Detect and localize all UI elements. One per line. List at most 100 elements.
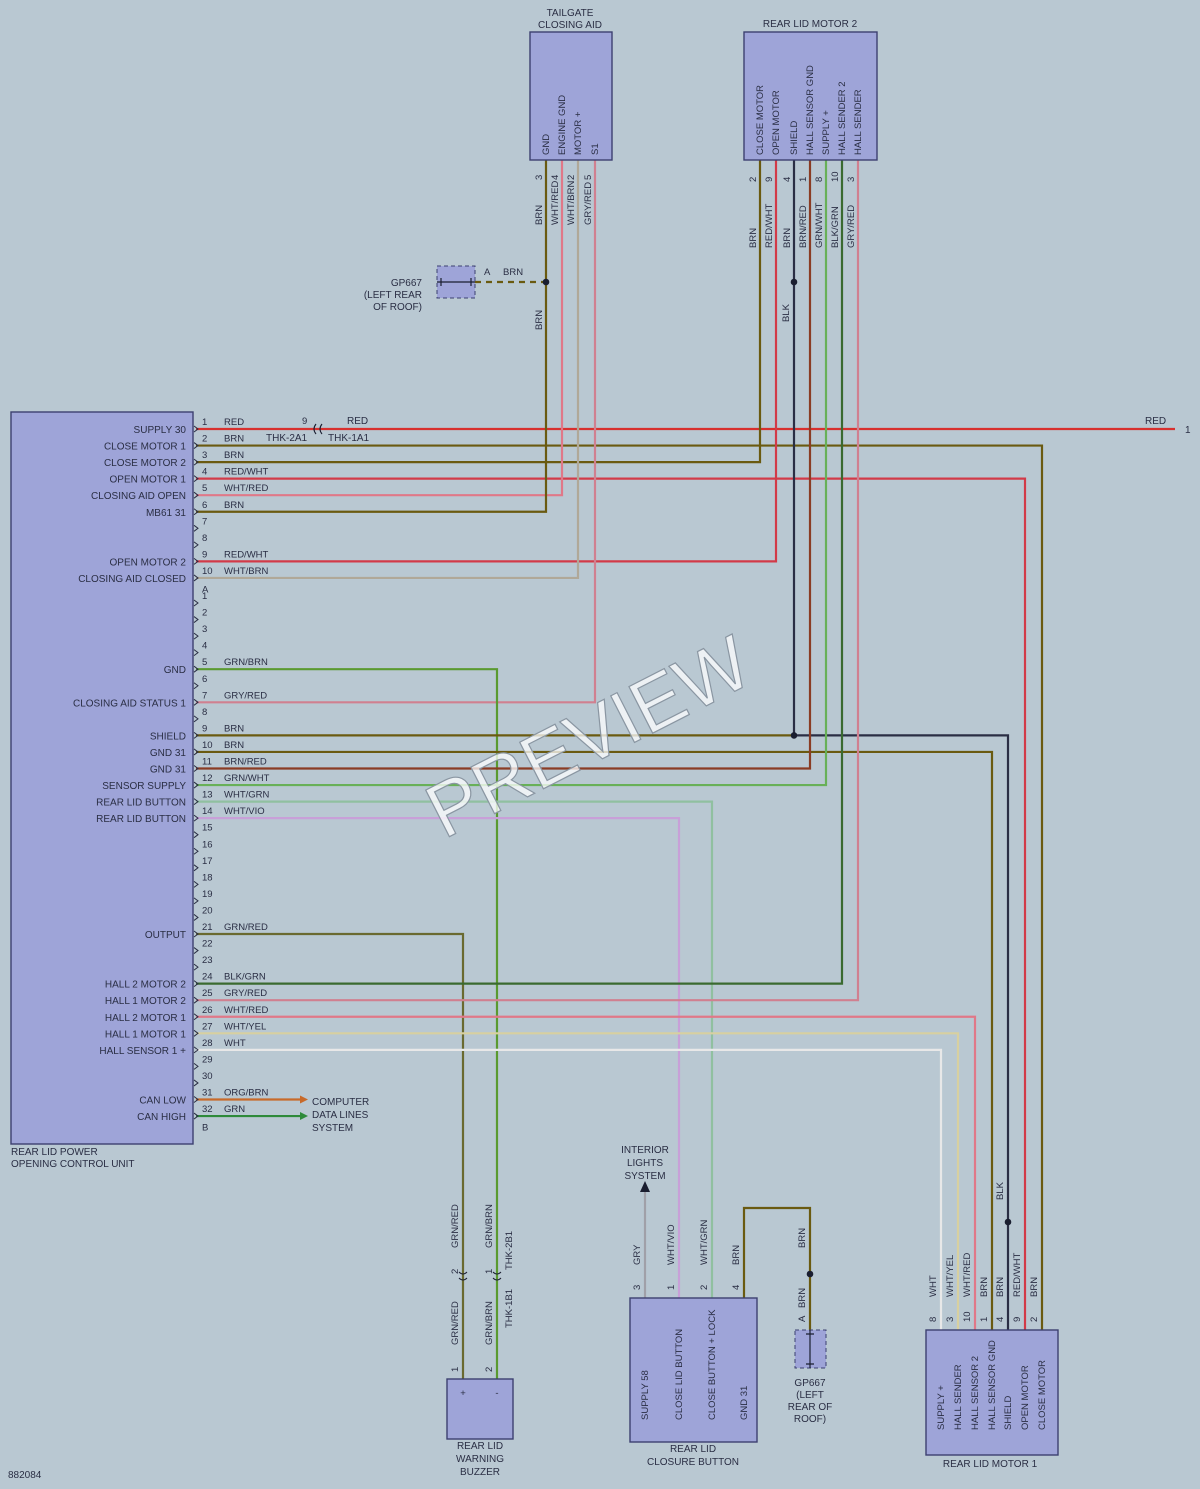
cu-pin-a-mark xyxy=(193,442,199,449)
wire-gnd-31-motor-1 xyxy=(196,750,994,1330)
wire-sensor-supply xyxy=(196,160,828,787)
wire-hall-2-motor-1 xyxy=(196,1015,977,1330)
cu-pin-a-mark xyxy=(193,508,199,516)
buzzer-conn-2: 1 xyxy=(484,1269,495,1274)
motor-2-pin-10: 10 xyxy=(830,171,841,182)
motor-1-label-10: HALL SENSOR 2 xyxy=(970,1356,981,1430)
interior-lights-arrow xyxy=(640,1181,650,1192)
splice-dot-motor1-shield xyxy=(1004,1218,1012,1226)
cu-pin-a-6: 6 xyxy=(202,500,207,511)
buzzer-title-1: REAR LID xyxy=(457,1441,503,1452)
motor-2-shield-wire: BLK xyxy=(781,303,792,322)
motor-2-wire-8: GRN/WHT xyxy=(814,202,825,248)
cu-label-b-28: HALL SENSOR 1 + xyxy=(99,1046,186,1057)
cu-pin-b-32: 32 xyxy=(202,1104,213,1115)
cu-label-b-21: OUTPUT xyxy=(145,930,186,941)
button-pin-3: 3 xyxy=(632,1285,643,1290)
cu-pin-b-mark xyxy=(193,698,199,706)
cu-wire-b-24: BLK/GRN xyxy=(224,972,266,983)
ground-bottom-wire-lower: BRN xyxy=(797,1288,808,1308)
ground-top-symbol xyxy=(437,278,475,286)
cu-wire-a-5: WHT/RED xyxy=(224,483,268,494)
motor-1-label-1: HALL SENSOR GND xyxy=(987,1340,998,1430)
motor-2-wire-4: BRN xyxy=(782,228,793,248)
cu-pin-a-5: 5 xyxy=(202,483,207,494)
cu-label-b-5: GND xyxy=(164,665,186,676)
cu-pin-b-mark xyxy=(193,616,199,623)
cu-wire-b-26: WHT/RED xyxy=(224,1005,268,1016)
motor-1-wire-1: BRN xyxy=(979,1277,990,1297)
buzzer-wire-upper-1: GRN/RED xyxy=(450,1204,461,1248)
tailgate-wire-3: BRN xyxy=(534,205,545,225)
cu-pin-a-mark xyxy=(193,491,199,499)
cu-label-a-10: CLOSING AID CLOSED xyxy=(78,574,186,585)
cu-label-a-5: CLOSING AID OPEN xyxy=(91,491,186,502)
tailgate-pin-5: 5 xyxy=(583,175,594,180)
cu-pin-b-mark xyxy=(193,748,199,756)
tailgate-title-2: CLOSING AID xyxy=(538,20,602,31)
tailgate-gnd-wire-lower: BRN xyxy=(534,310,545,330)
tailgate-label-3: GND xyxy=(541,134,552,155)
cu-pin-b-mark xyxy=(193,649,199,657)
buzzer-wire-upper-2: GRN/BRN xyxy=(484,1204,495,1248)
cu-label-a-6: MB61 31 xyxy=(146,508,186,519)
cu-pin-b-14: 14 xyxy=(202,806,213,817)
diagram-id: 882084 xyxy=(8,1470,42,1481)
cu-label-b-25: HALL 1 MOTOR 2 xyxy=(105,996,187,1007)
cu-pin-a-10: 10 xyxy=(202,566,213,577)
cu-wire-a-1: RED xyxy=(224,417,244,428)
motor-1-label-3: HALL SENDER xyxy=(953,1364,964,1430)
ground-bottom-loc-1: (LEFT xyxy=(796,1390,824,1401)
can-system-3: SYSTEM xyxy=(312,1123,353,1134)
wire-output-buzzer xyxy=(196,932,465,1380)
motor-1-shield-wire: BLK xyxy=(995,1181,1006,1200)
cu-pin-b-mark xyxy=(193,765,199,772)
wire-gnd-buzzer xyxy=(196,668,499,1380)
cu-wire-b-21: GRN/RED xyxy=(224,922,268,933)
buzzer-pin-2: 2 xyxy=(484,1367,495,1372)
interior-lights-2: LIGHTS xyxy=(627,1158,663,1169)
ground-top-name: GP667 xyxy=(391,278,423,289)
cu-pin-b-1: 1 xyxy=(202,591,207,602)
interior-lights-1: INTERIOR xyxy=(621,1145,669,1156)
splice-dot-motor2-shield xyxy=(790,278,798,286)
buzzer-title-2: WARNING xyxy=(456,1454,504,1465)
motor-2-wire-3: GRY/RED xyxy=(846,205,857,248)
buzzer-pin-1: 1 xyxy=(450,1367,461,1372)
cu-pin-a-8: 8 xyxy=(202,533,207,544)
cu-pin-b-mark xyxy=(193,1029,199,1037)
cu-pin-a-2: 2 xyxy=(202,434,207,445)
cu-label-b-12: SENSOR SUPPLY xyxy=(102,781,186,792)
wire-shield-motor-1 xyxy=(794,734,1010,1330)
motor-2-label-8: SUPPLY + xyxy=(821,110,832,155)
control-unit-box xyxy=(10,411,194,1145)
cu-pin-b-7: 7 xyxy=(202,690,207,701)
wire-gnd-31-motor-2 xyxy=(196,160,812,770)
cu-pin-b-mark xyxy=(193,665,199,673)
motor-1-wire-4: BRN xyxy=(995,1277,1006,1297)
wire-hall-2-motor-2 xyxy=(196,160,844,985)
motor-2-pin-8: 8 xyxy=(814,177,825,182)
cu-pin-b-20: 20 xyxy=(202,905,213,916)
warning-buzzer-box xyxy=(446,1378,514,1440)
cu-connector-a: A xyxy=(202,585,209,596)
motor-2-title: REAR LID MOTOR 2 xyxy=(763,19,858,30)
cu-pin-b-29: 29 xyxy=(202,1054,213,1065)
cu-pin-b-5: 5 xyxy=(202,657,207,668)
ground-top-loc-2: OF ROOF) xyxy=(373,302,422,313)
cu-pin-b-mark xyxy=(193,1112,199,1120)
cu-pin-b-mark xyxy=(193,732,199,739)
cu-pin-b-mark xyxy=(193,632,199,640)
splice-thk-2b1: THK-2B1 xyxy=(504,1231,515,1270)
rear-lid-motor-2-box xyxy=(743,31,878,161)
cu-pin-a-mark xyxy=(193,574,199,582)
motor-2-label-2: CLOSE MOTOR xyxy=(755,85,766,155)
cu-pin-b-mark xyxy=(193,930,199,938)
ground-bottom-pin: A xyxy=(797,1315,808,1322)
cu-wire-b-13: WHT/GRN xyxy=(224,790,270,801)
cu-pin-b-mark xyxy=(193,914,199,921)
cu-pin-b-mark xyxy=(193,831,199,839)
cu-pin-b-13: 13 xyxy=(202,790,213,801)
cu-pin-b-21: 21 xyxy=(202,922,213,933)
cu-pin-b-mark xyxy=(193,897,199,905)
